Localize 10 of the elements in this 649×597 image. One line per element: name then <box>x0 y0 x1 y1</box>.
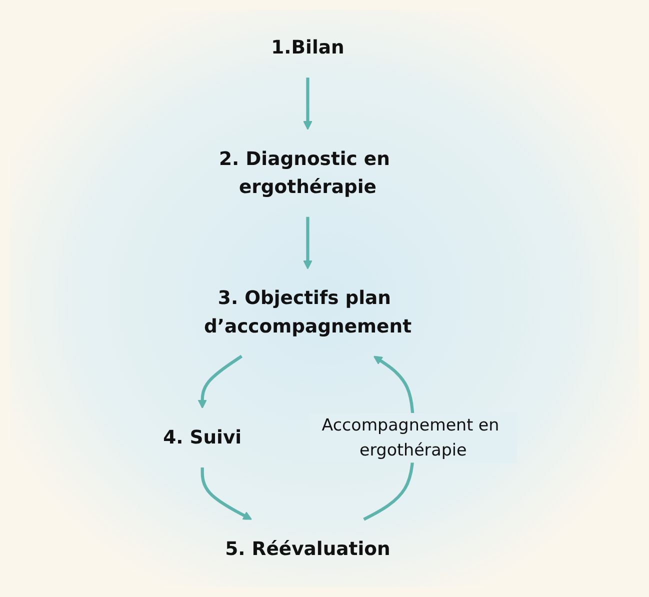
arrow <box>200 467 252 520</box>
edge-label: Accompagnement en ergothérapie <box>322 414 500 460</box>
arrow <box>303 216 312 270</box>
node-text: 2. Diagnostic en ergothérapie <box>219 148 390 198</box>
arrow <box>303 78 312 130</box>
arrow <box>198 354 243 409</box>
node-text: 3. Objectifs plan d’accompagnement <box>204 288 412 338</box>
node-text: 4. Suivi <box>163 426 242 449</box>
node-text: 1.Bilan <box>271 37 344 59</box>
node-text: 5. Réévaluation <box>225 538 390 560</box>
